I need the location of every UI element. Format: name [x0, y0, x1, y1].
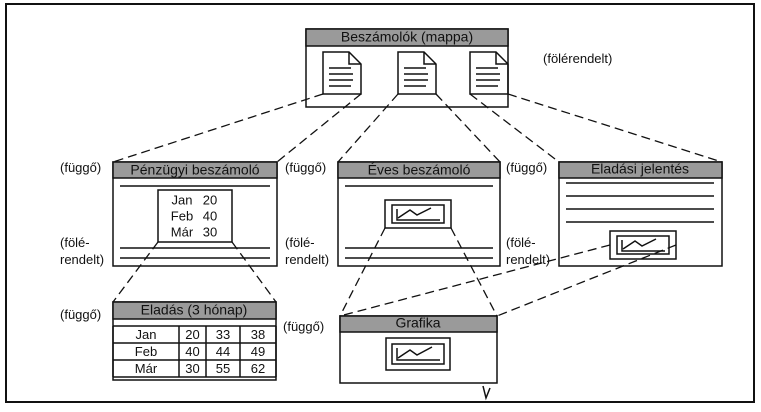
sales-table-value: 40: [185, 344, 199, 359]
chart-window-box: Grafika: [339, 315, 498, 384]
mini-table-value: 40: [203, 208, 217, 223]
mini-table-month: Jan: [172, 192, 193, 207]
annual-role-bottom-2: rendelt): [285, 252, 329, 267]
line-chart-icon: [384, 199, 452, 229]
diagram-frame: [5, 3, 755, 403]
folder-box: Beszámolók (mappa): [305, 28, 509, 108]
folder-role-label: (fölérendelt): [543, 51, 612, 66]
annual-role-bottom-1: (fölé-: [285, 235, 315, 250]
financial-role-bottom-1: (fölé-: [60, 235, 90, 250]
sales-table-value: 49: [251, 344, 265, 359]
sales-table-role: (függő): [60, 307, 101, 322]
mini-table-month: Feb: [171, 208, 193, 223]
connectors-level1: [112, 93, 723, 163]
financial-role-bottom-2: rendelt): [60, 252, 104, 267]
sales-table-title: Eladás (3 hónap): [141, 302, 248, 318]
sales-table-value: 38: [251, 327, 265, 342]
sales-table-value: 30: [185, 361, 199, 376]
line-chart-icon: [385, 337, 451, 371]
financial-role-top: (függő): [60, 160, 101, 175]
sales-table-month: Jan: [136, 327, 157, 342]
chart-window-title: Grafika: [395, 315, 440, 331]
sales-report-box: Eladási jelentés: [558, 161, 723, 267]
mini-table: [157, 189, 233, 243]
sales-table-value: 62: [251, 361, 265, 376]
annual-report-title: Éves beszámoló: [368, 162, 471, 178]
chart-window-role: (függő): [283, 319, 324, 334]
sales-table-value: 44: [216, 344, 230, 359]
folder-title: Beszámolók (mappa): [341, 29, 473, 45]
financial-report-title: Pénzügyi beszámoló: [130, 162, 259, 178]
document-icon: [322, 51, 362, 95]
sales-role-top: (függő): [506, 160, 547, 175]
annual-report-box: Éves beszámoló: [337, 161, 501, 267]
sales-report-title: Eladási jelentés: [591, 161, 689, 177]
line-chart-icon: [609, 230, 677, 260]
mini-table-month: Már: [171, 224, 194, 239]
annual-role-top: (függő): [285, 160, 326, 175]
document-icon: [469, 51, 509, 95]
sales-table-value: 55: [216, 361, 230, 376]
sales-table-value: 33: [216, 327, 230, 342]
sales-role-bottom-1: (fölé-: [506, 235, 536, 250]
mini-table-value: 20: [203, 192, 217, 207]
sales-role-bottom-2: rendelt): [506, 252, 550, 267]
sales-table-value: 20: [185, 327, 199, 342]
sales-table-month: Feb: [135, 344, 157, 359]
document-icon: [397, 51, 437, 95]
connectors-level2: [112, 227, 677, 317]
cursor-mark: [482, 385, 491, 401]
mini-table-value: 30: [203, 224, 217, 239]
sales-table-month: Már: [135, 361, 158, 376]
